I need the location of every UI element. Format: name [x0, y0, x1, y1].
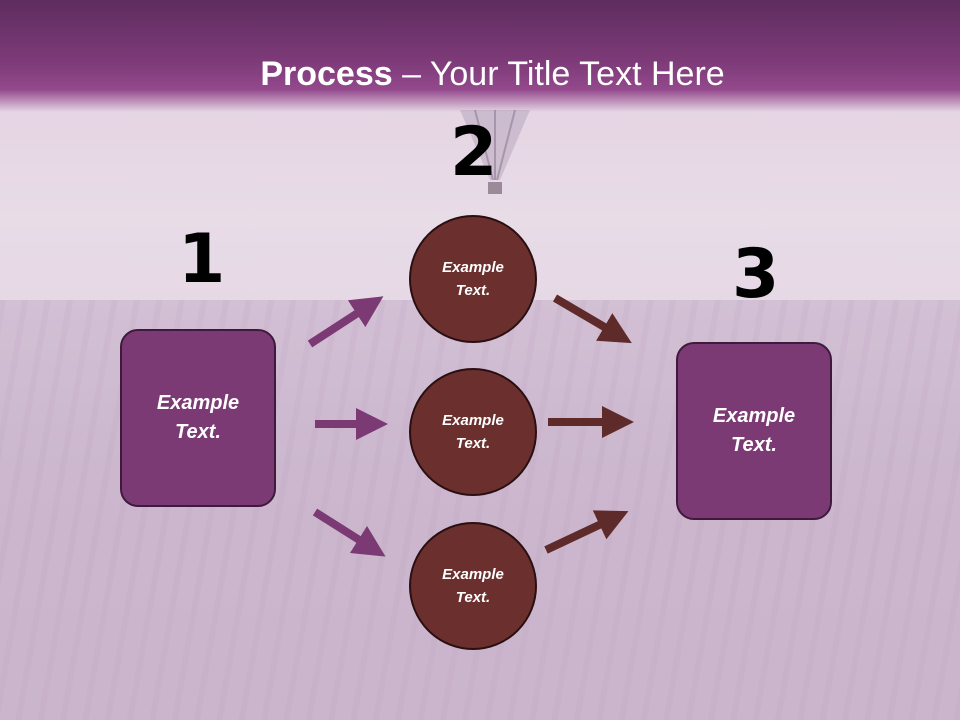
title-rest: – Your Title Text Here [392, 55, 725, 93]
process-circle-top[interactable]: Example Text. [409, 215, 537, 343]
process-circle-top-label: Example Text. [442, 259, 504, 299]
process-circle-middle-label: Example Text. [442, 412, 504, 452]
hot-air-balloon-icon [460, 110, 530, 194]
process-circle-bottom[interactable]: Example Text. [409, 522, 537, 650]
step-number-2: 2 [450, 113, 498, 192]
output-box[interactable]: Example Text. [676, 342, 832, 520]
header-band [0, 0, 960, 112]
input-box-label: Example Text. [156, 392, 240, 443]
input-box[interactable]: Example Text. [120, 329, 276, 507]
title-bold: Process [260, 55, 393, 93]
arrow-input-to-top [307, 296, 384, 348]
arrow-top-to-output [552, 294, 632, 344]
arrow-input-to-bottom [312, 508, 386, 557]
step-number-1: 1 [178, 220, 226, 299]
slide-title: Process – Your Title Text Here [0, 52, 960, 96]
step-number-3: 3 [732, 235, 780, 314]
arrow-bottom-to-output [544, 510, 629, 554]
process-circle-middle[interactable]: Example Text. [409, 368, 537, 496]
output-box-label: Example Text. [712, 405, 796, 456]
process-circle-bottom-label: Example Text. [442, 566, 504, 606]
